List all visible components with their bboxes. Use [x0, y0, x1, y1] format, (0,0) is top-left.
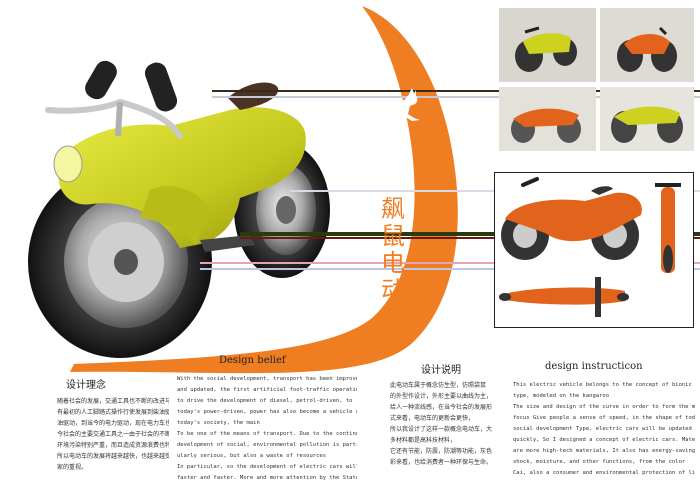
kangaroo-icon	[394, 88, 420, 121]
heading-concept-cn: 设计理念	[66, 380, 106, 391]
text-line: today's society, the main	[177, 420, 260, 426]
text-line: To be one of the means of transport. Due…	[177, 431, 357, 437]
text-line: 环境污染特别严重，而且造成资源浪费也特别大，	[57, 442, 169, 449]
text-line: focus Give people a sense of speed, in t…	[513, 415, 695, 421]
thumbnail-yellow-side	[600, 87, 694, 151]
text-line: development of social, environmental pol…	[177, 442, 357, 448]
text-line: With the social development, transport h…	[177, 376, 357, 382]
scan-band	[200, 268, 700, 270]
text-line: ularly serious, but also a waste of reso…	[177, 453, 327, 459]
text-line: 的外型作设计，外形主要以曲线为主，	[390, 393, 493, 400]
text-line: 家的重视。	[57, 464, 88, 471]
text-line: The size and design of the curve in orde…	[513, 404, 695, 410]
text-line: quickly, So I designed a concept of elec…	[513, 437, 695, 443]
text-line: 式来看，电动车的更新会更快，	[390, 415, 475, 422]
text-line: shock, moisture, and other functions, fr…	[513, 459, 686, 465]
heading-instruction-cn: 设计说明	[421, 365, 461, 376]
bike-render	[28, 60, 330, 358]
text-line: are more high-tech materials, It also ha…	[513, 448, 695, 454]
vertical-title: 飙鼠电动车	[381, 195, 405, 331]
text-line: type, modeled on the kangaroo	[513, 393, 610, 399]
text-line: In particular, so the development of ele…	[177, 464, 357, 470]
text-line: today's power-driven, power has also bec…	[177, 409, 357, 415]
text-line: 它还有节能，防震，防潮等功能，灰色	[390, 448, 493, 455]
text-line: to drive the development of diesel, petr…	[177, 398, 353, 404]
body-instruction-cn: 此电动车属于概念仿生型，仿照袋鼠的外型作设计，外形主要以曲线为主， 给人一种流线感…	[390, 380, 502, 468]
text-line: faster and faster. More and more attenti…	[177, 475, 357, 481]
text-line: social development Type, electric cars w…	[513, 426, 695, 432]
scan-band	[240, 232, 700, 236]
text-line: 所以我设计了这样一款概念电动车，大	[390, 426, 493, 433]
orthographic-views	[494, 172, 694, 328]
heading-design-instruction: design instructicon	[545, 361, 643, 372]
body-concept-cn: 随着社会的发展，交通工具也不断的改进与更新， 有最初的人工脚踏式操作行使发展到柴油…	[57, 396, 169, 473]
text-line: and updated, the first artificial foot-t…	[177, 387, 357, 393]
text-line: 有最初的人工脚踏式操作行使发展到柴油驱动，汽	[57, 409, 169, 416]
text-line: 油驱动，到当今的电力驱动，现在电力车也成为当	[57, 420, 169, 427]
text-line: 彩来看，也给消费者一种环保与生命。	[390, 459, 493, 466]
body-design-instruction: This electric vehicle belongs to the con…	[513, 380, 695, 479]
text-line: 此电动车属于概念仿生型，仿照袋鼠	[390, 382, 487, 389]
text-line: 今社会的主要交通工具之一由于社会的不断发展，	[57, 431, 169, 438]
thumbnail-orange-rear	[499, 87, 596, 151]
text-line: This electric vehicle belongs to the con…	[513, 382, 692, 388]
thumbnail-orange-side	[600, 8, 694, 82]
scan-band	[240, 237, 700, 239]
text-line: 随着社会的发展，交通工具也不断的改进与更新，	[57, 398, 169, 405]
heading-design-belief: Design belief	[219, 355, 286, 366]
text-line: 给人一种流线感，在当今社会的发展形	[390, 404, 493, 411]
text-line: 所以电动车的发展将越来越快，也越来越受到国	[57, 453, 169, 460]
text-line: Cai, also a consumer and environmental p…	[513, 470, 695, 476]
scan-band	[200, 262, 700, 264]
scan-band	[212, 90, 700, 92]
thumbnail-yellow-front	[499, 8, 596, 82]
text-line: 多材料都是高科技材料，	[390, 437, 457, 444]
scan-band	[212, 96, 700, 98]
body-design-belief: With the social development, transport h…	[177, 374, 357, 484]
